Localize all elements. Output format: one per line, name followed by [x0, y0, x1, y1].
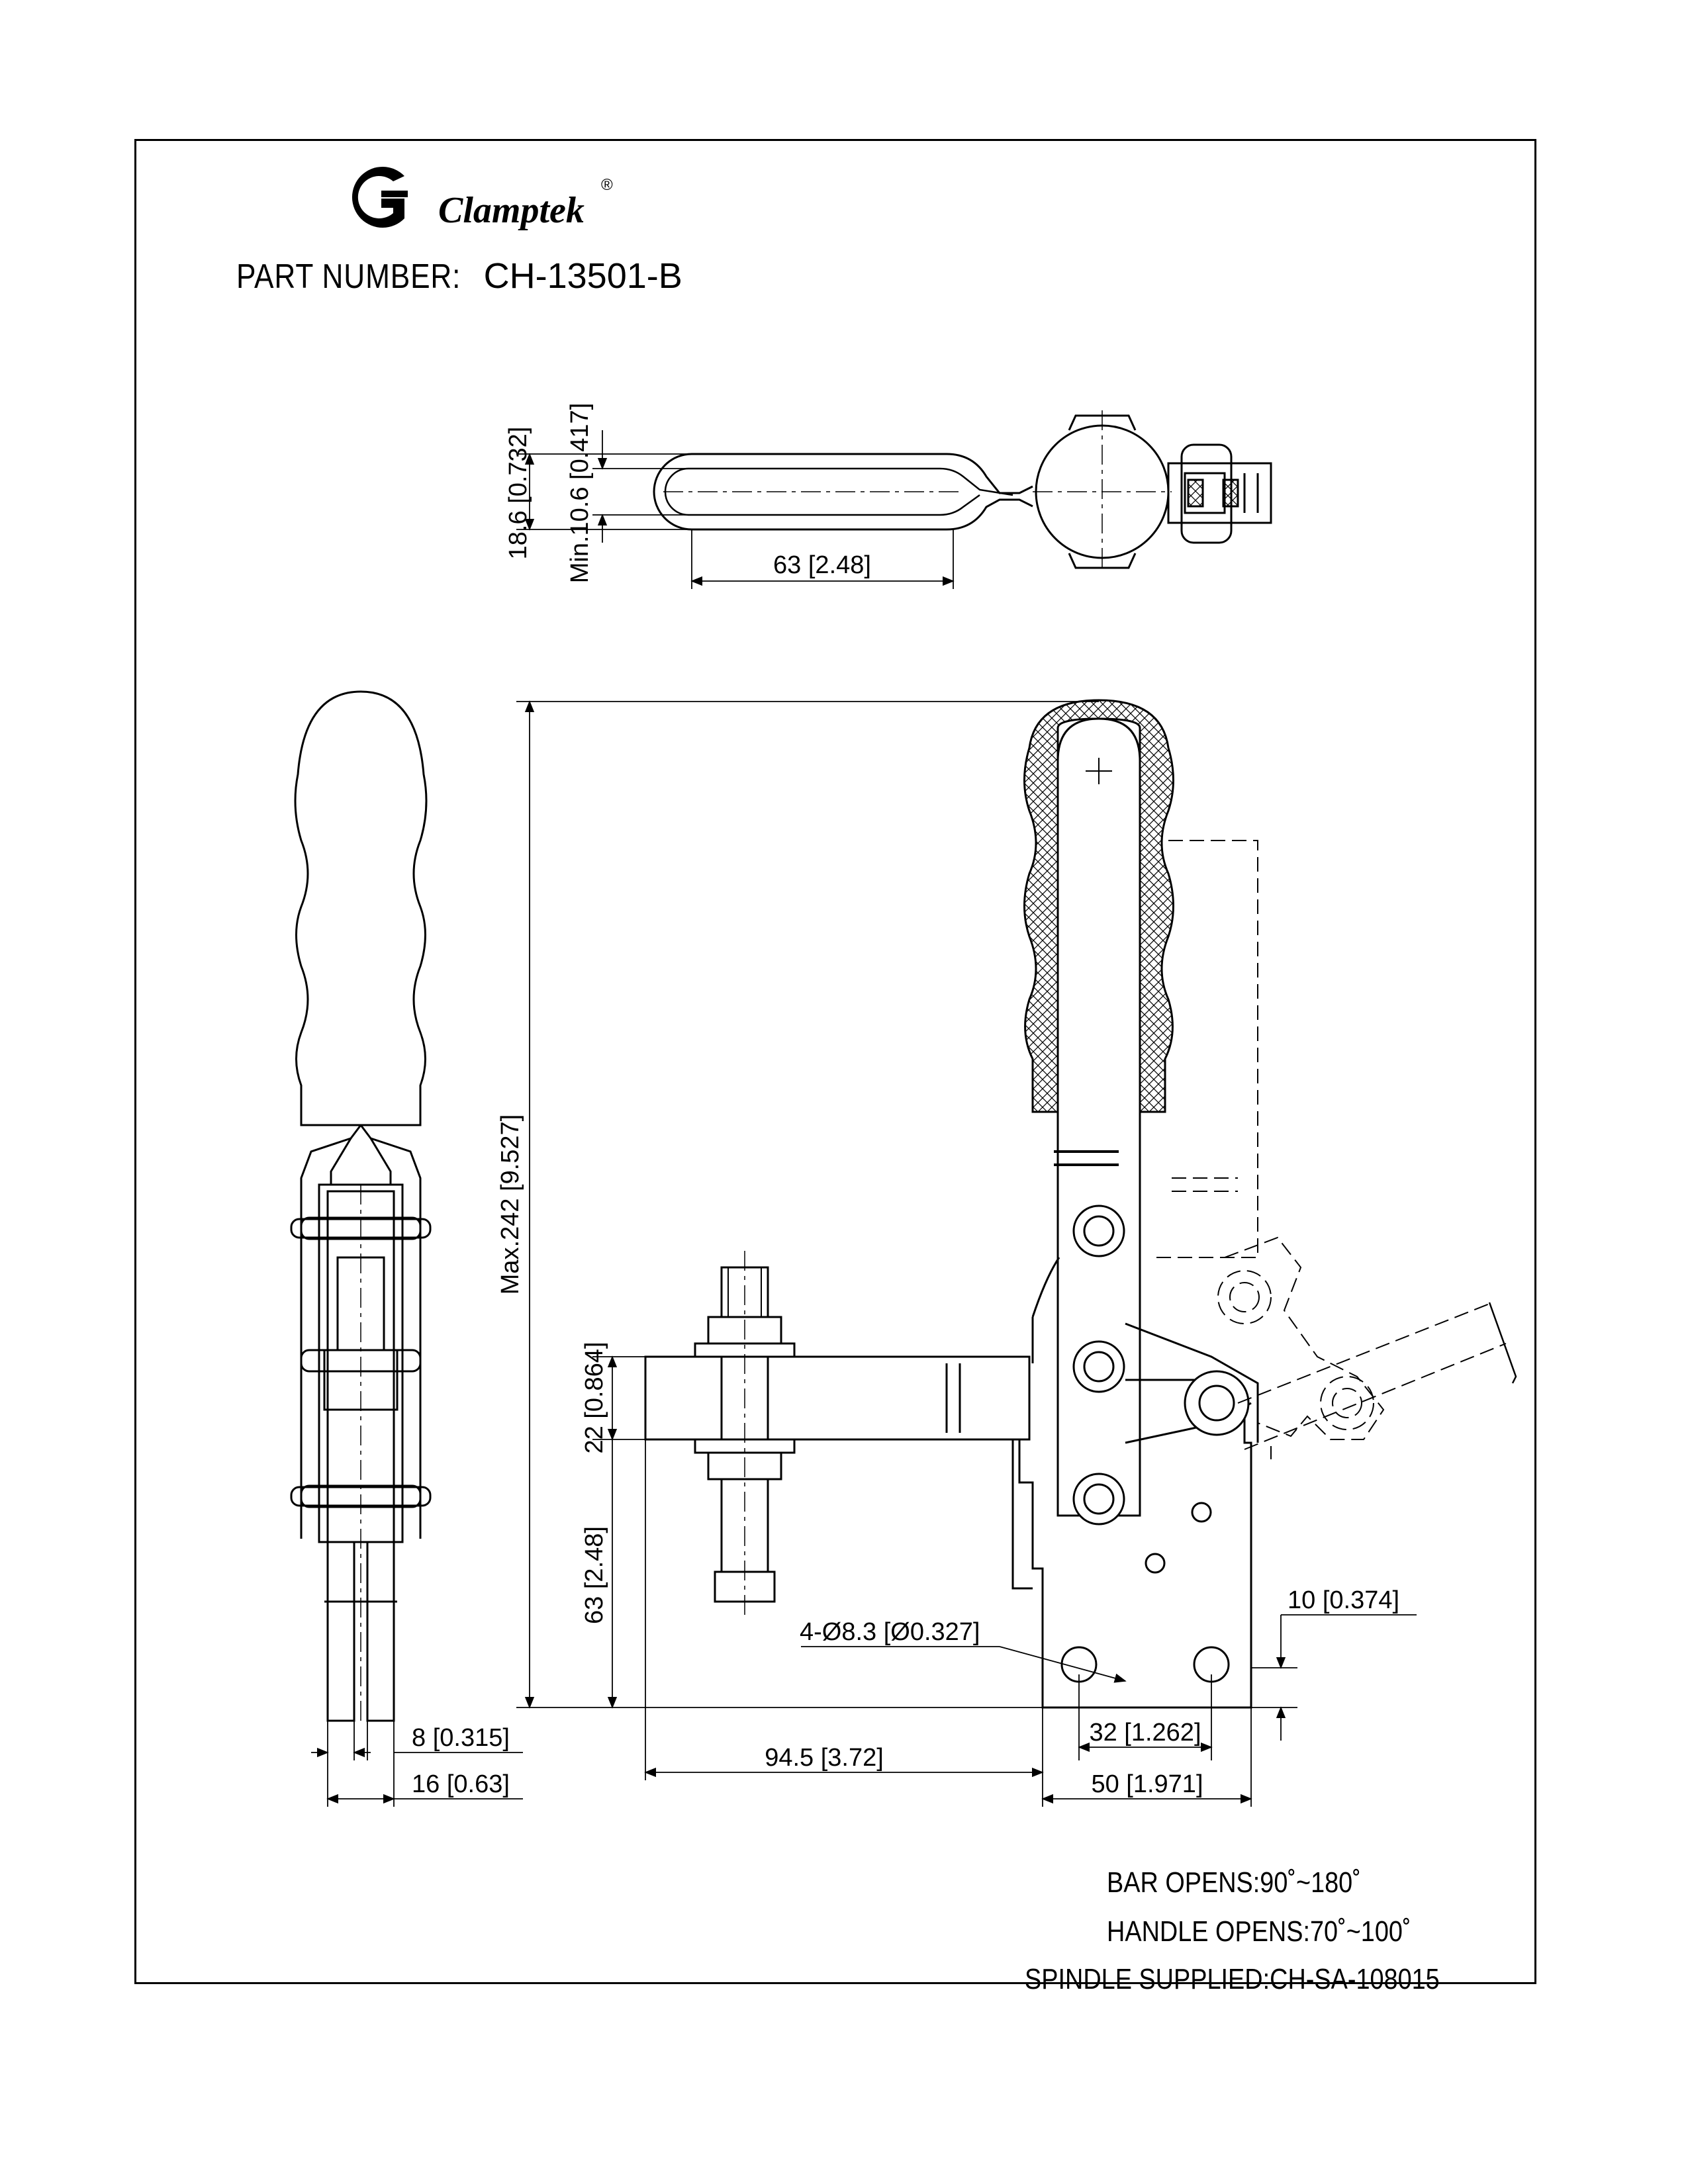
registered-mark: ®	[601, 176, 613, 194]
dim-side-outer-width: 16 [0.63]	[412, 1770, 510, 1798]
part-number-label: PART NUMBER:	[236, 257, 461, 296]
dim-overall-height: Max.242 [9.527]	[496, 1115, 524, 1295]
brand-name: Clamptek	[438, 190, 585, 231]
dim-top-slot-outer: 18.6 [0.732]	[504, 427, 532, 560]
part-number-value: CH-13501-B	[483, 256, 682, 296]
dim-side-inner-width: 8 [0.315]	[412, 1724, 510, 1752]
dim-base-width: 50 [1.971]	[1091, 1770, 1203, 1798]
note-bar-opens: BAR OPENS:90˚~180˚	[1107, 1866, 1361, 1899]
part-number-line: PART NUMBER: CH-13501-B	[236, 255, 682, 296]
phantom-open-handle	[1155, 840, 1507, 1459]
dim-bar-elevation: 63 [2.48]	[581, 1526, 608, 1624]
top-view-dimensions	[516, 430, 955, 589]
side-view-dimensions	[311, 1721, 523, 1807]
dim-hole-spacing: 32 [1.262]	[1089, 1719, 1201, 1747]
note-handle-opens: HANDLE OPENS:70˚~100˚	[1107, 1915, 1411, 1948]
dim-base-thickness: 10 [0.374]	[1288, 1586, 1399, 1614]
side-view	[290, 690, 432, 1722]
top-view	[653, 410, 1272, 569]
front-view	[644, 699, 1259, 1709]
dim-top-slot-length: 63 [2.48]	[773, 551, 871, 579]
clamptek-logo-icon	[352, 167, 408, 228]
dim-bar-height: 22 [0.864]	[581, 1342, 608, 1453]
dim-bar-reach: 94.5 [3.72]	[765, 1744, 884, 1772]
note-spindle: SPINDLE SUPPLIED:CH-SA-108015	[1025, 1963, 1440, 1995]
dim-top-slot-min: Min.10.6 [0.417]	[566, 403, 594, 584]
drawing-frame	[134, 139, 1536, 1984]
front-view-dimensions	[516, 700, 1417, 1807]
dim-holes: 4-Ø8.3 [Ø0.327]	[800, 1618, 980, 1646]
